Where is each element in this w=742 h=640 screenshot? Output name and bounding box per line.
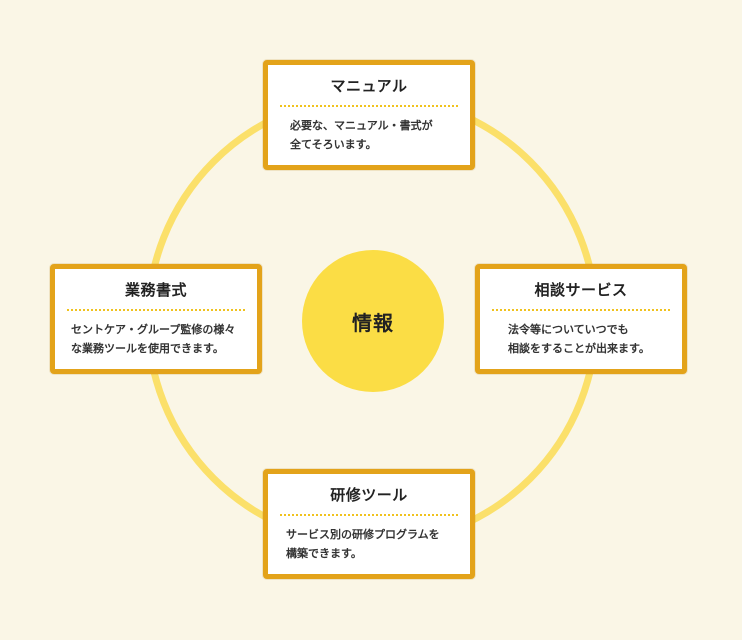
card-divider [492, 309, 670, 311]
card-description: 法令等についていつでも 相談をすることが出来ます。 [480, 311, 682, 358]
card-manual: マニュアル 必要な、マニュアル・書式が 全てそろいます。 [263, 60, 475, 170]
card-line: 必要な、マニュアル・書式が [290, 119, 433, 132]
card-consultation-service: 相談サービス 法令等についていつでも 相談をすることが出来ます。 [475, 264, 687, 374]
card-description: セントケア・グループ監修の様々 な業務ツールを使用できます。 [55, 311, 257, 358]
card-title: 業務書式 [124, 280, 187, 299]
card-divider [67, 309, 245, 311]
card-title: マニュアル [330, 76, 408, 95]
card-title: 研修ツール [330, 485, 408, 504]
card-description: サービス別の研修プログラムを 構築できます。 [268, 516, 470, 563]
card-divider [280, 514, 458, 516]
card-divider [280, 105, 458, 107]
card-line: な業務ツールを使用できます。 [71, 342, 224, 355]
card-title: 相談サービス [534, 280, 628, 299]
center-node: 情報 [302, 250, 444, 392]
card-line: サービス別の研修プログラムを [286, 528, 440, 541]
card-line: 全てそろいます。 [290, 138, 377, 151]
card-line: 法令等についていつでも [508, 323, 629, 336]
card-business-forms: 業務書式 セントケア・グループ監修の様々 な業務ツールを使用できます。 [50, 264, 262, 374]
card-line: セントケア・グループ監修の様々 [71, 323, 236, 336]
card-training-tools: 研修ツール サービス別の研修プログラムを 構築できます。 [263, 469, 475, 579]
card-line: 相談をすることが出来ます。 [508, 342, 650, 355]
card-description: 必要な、マニュアル・書式が 全てそろいます。 [268, 107, 470, 154]
center-label: 情報 [352, 310, 394, 335]
card-line: 構築できます。 [286, 547, 362, 560]
